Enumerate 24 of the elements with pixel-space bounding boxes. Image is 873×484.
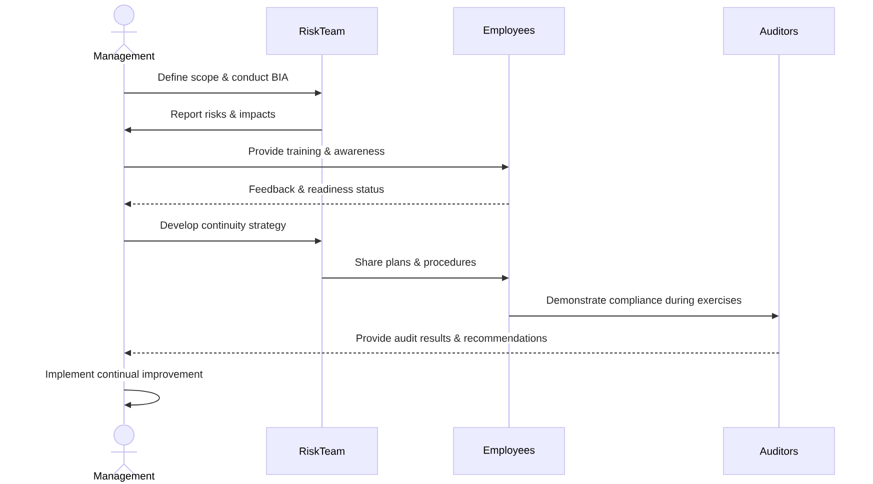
edge-label: Demonstrate compliance during exercises [544, 294, 744, 308]
lifeline [321, 55, 323, 428]
edge-label: Provide training & awareness [246, 146, 386, 158]
participant-box: Employees [453, 7, 565, 55]
participant-box: RiskTeam [266, 427, 378, 475]
node-label: Management [94, 52, 155, 62]
message-arrow [124, 390, 160, 408]
lifeline [778, 55, 780, 428]
edge-label: Define scope & conduct BIA [156, 72, 290, 84]
lifeline [123, 64, 125, 424]
edge-label: Develop continuity strategy [158, 220, 288, 232]
participant-box: Employees [453, 427, 565, 475]
edge-label: Provide audit results & recommendations [354, 332, 549, 344]
actor: Management [94, 424, 155, 482]
lifeline [508, 55, 510, 428]
edge-label: Share plans & procedures [353, 256, 478, 270]
edge-label: Report risks & impacts [169, 108, 278, 122]
edge-label: Feedback & readiness status [247, 184, 386, 194]
participant-box: Auditors [723, 427, 835, 475]
actor: Management [94, 4, 155, 62]
node-label: Management [94, 472, 155, 482]
participant-box: RiskTeam [266, 7, 378, 55]
edge-label: Implement continual improvement [44, 368, 204, 382]
participant-box: Auditors [723, 7, 835, 55]
